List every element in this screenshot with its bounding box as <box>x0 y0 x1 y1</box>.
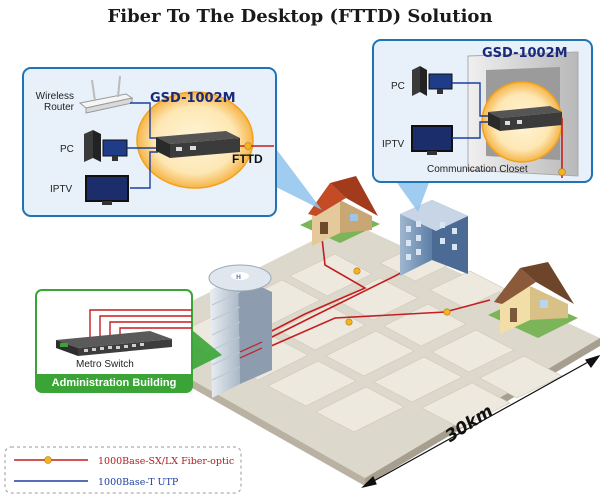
house-building <box>300 176 380 246</box>
right-model-label: GSD-1002M <box>482 46 568 61</box>
administration-building-label: Administration Building <box>36 374 192 392</box>
admin-callout-pointer <box>192 330 222 370</box>
legend-fiber-mark <box>44 456 52 464</box>
iptv-icon <box>411 125 453 155</box>
legend-fiber-label: 1000Base-SX/LX Fiber-optic <box>98 456 235 467</box>
city-blocks <box>174 243 563 433</box>
pc-icon <box>412 66 453 96</box>
right-utp-lines <box>452 82 490 139</box>
communication-closet-label: Communication Closet <box>427 164 528 175</box>
admin-fiber-lines <box>89 309 192 340</box>
fiber-route-marks <box>345 267 451 326</box>
diagram-title: Fiber To The Desktop (FTTD) Solution <box>107 6 493 27</box>
admin-tower: H <box>208 264 272 398</box>
left-callout <box>22 67 277 217</box>
legend <box>4 446 242 494</box>
right-callout <box>372 39 593 183</box>
fttd-label: FTTD <box>232 152 263 166</box>
left-utp-lines <box>127 102 158 189</box>
wireless-router-label: Wireless Router <box>35 91 74 113</box>
left-model-label: GSD-1002M <box>150 91 236 106</box>
fiber-route-house <box>261 237 367 337</box>
fiber-route-villa <box>261 299 491 351</box>
left-iptv-label: IPTV <box>50 184 73 195</box>
right-callout-pointer <box>395 180 430 212</box>
metro-switch-label: Metro Switch <box>76 359 134 370</box>
pc-icon <box>84 130 128 162</box>
svg-text:H: H <box>236 274 241 281</box>
media-converter-icon <box>488 106 562 131</box>
admin-to-map-fiber <box>239 341 263 359</box>
media-converter-icon <box>156 131 240 158</box>
right-iptv-label: IPTV <box>382 139 405 150</box>
distance-arrow <box>361 355 600 489</box>
admin-callout <box>35 289 193 393</box>
left-pc-label: PC <box>60 144 74 155</box>
metro-switch-icon <box>56 331 172 356</box>
legend-utp-label: 1000Base-T UTP <box>98 477 179 488</box>
villa-building <box>488 262 578 338</box>
right-pc-label: PC <box>391 81 405 92</box>
iptv-icon <box>85 175 129 205</box>
